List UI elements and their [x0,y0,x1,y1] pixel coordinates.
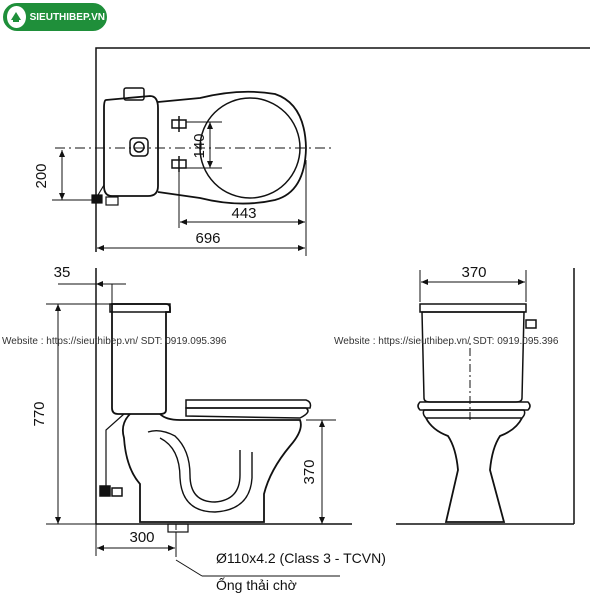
drain-outlet [167,523,189,533]
watermark-right: Website : https://sieuthibep.vn/ SDT: 09… [334,336,559,347]
seat-side [185,399,312,409]
side-view [46,268,352,577]
supply-pipe [105,413,125,486]
front-view [396,268,575,525]
watermark-left: Website : https://sieuthibep.vn/ SDT: 09… [2,336,227,347]
tank-top [103,95,159,197]
dim-370-front-label: 370 [461,264,486,281]
logo-text: SIEUTHIBEP.VN [29,11,105,23]
dim-300-label: 300 [129,529,154,546]
side-view-labels: 35 770 370 300 Ø110x4.2 (Class 3 - TCVN)… [31,264,386,593]
dim-370-side-label: 370 [301,459,318,484]
seat-front [417,401,531,411]
top-view [52,47,590,256]
top-view-labels: 200 140 443 696 [33,133,257,247]
front-view-labels: 370 [461,264,486,281]
brand-logo: SIEUTHIBEP.VN [3,3,107,31]
flush-button [129,137,149,157]
hinge-bolts [171,116,187,172]
dim-200-label: 200 [33,163,50,188]
dim-35-label: 35 [54,264,71,281]
dim-140-label: 140 [191,133,208,158]
pipe-spec-label: Ø110x4.2 (Class 3 - TCVN) [216,550,386,566]
tank-side [111,303,171,415]
dim-443-label: 443 [231,205,256,222]
bowl-front [425,417,523,523]
tank-front-lid [419,303,527,313]
bowl-side [121,413,302,523]
water-valve-top [91,184,119,206]
tank-front [421,311,525,403]
tank-lid-knob [123,87,145,101]
logo-mark-icon [7,6,26,28]
bowl-top [157,90,307,205]
dim-696-label: 696 [195,230,220,247]
pipe-note-label: Ống thải chờ [216,576,297,593]
dim-770-label: 770 [31,401,48,426]
